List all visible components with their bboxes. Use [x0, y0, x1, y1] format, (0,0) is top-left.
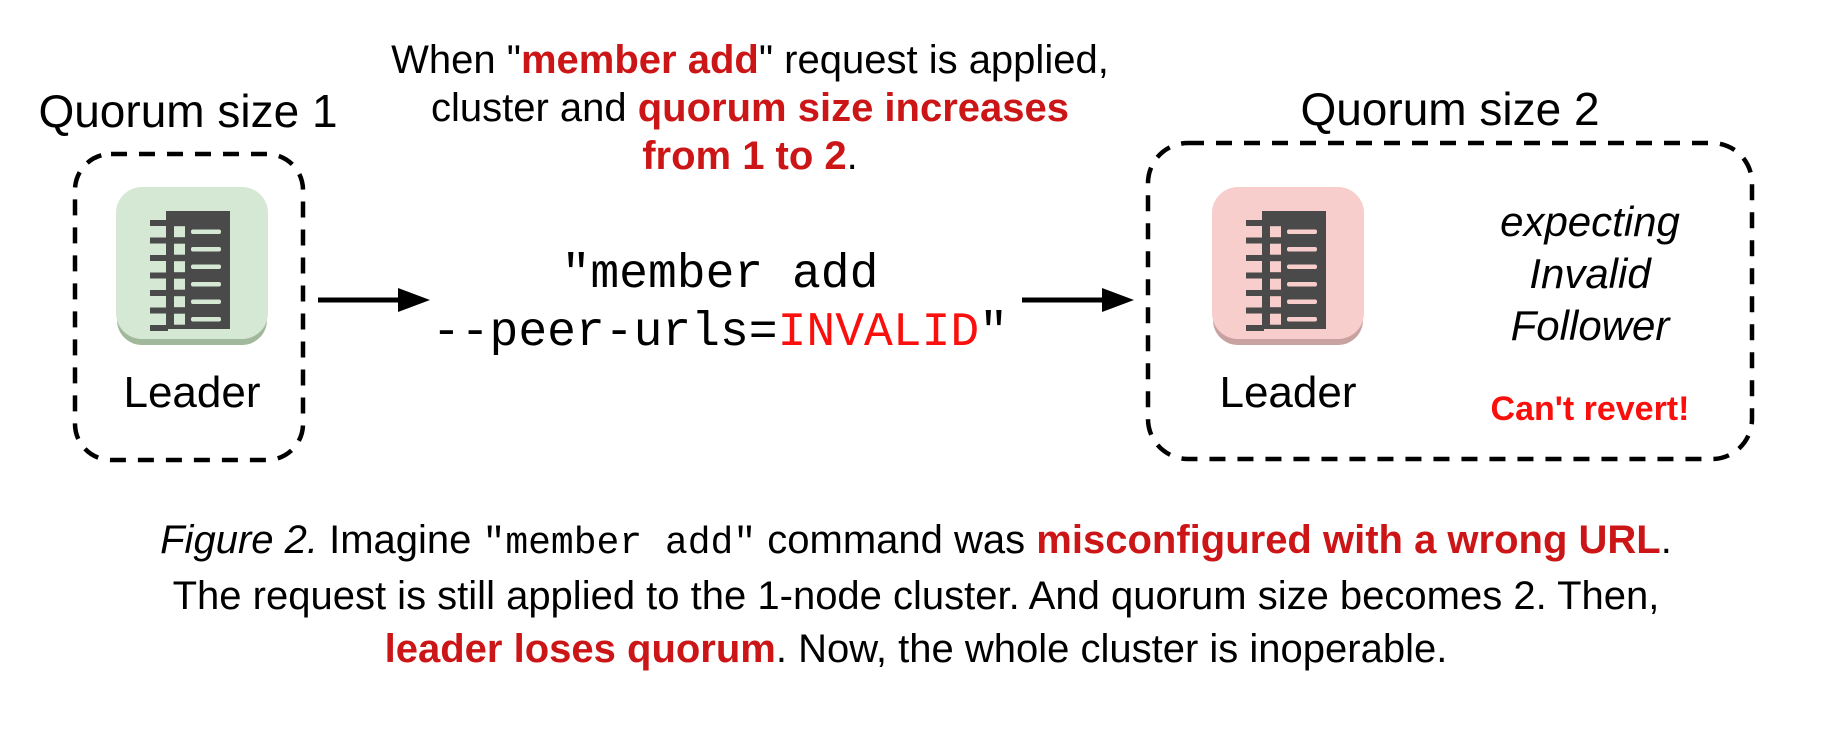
annotation-highlight-quorum: quorum size increases — [637, 86, 1070, 130]
annotation-segment: " request is applied, — [758, 38, 1109, 82]
right-leader-label: Leader — [1219, 368, 1357, 417]
caption-line-3: leader loses quorum. Now, the whole clus… — [0, 623, 1832, 676]
caption-segment: command was — [756, 518, 1037, 562]
expecting-line: Invalid — [1529, 250, 1651, 297]
annotation-line-3: from 1 to 2. — [390, 132, 1110, 180]
expecting-line: expecting — [1500, 198, 1680, 245]
ledger-icon — [150, 211, 230, 331]
right-cluster-boundary — [1145, 140, 1755, 462]
right-leader-node — [1212, 187, 1364, 339]
arrow-right-icon — [1022, 288, 1134, 312]
caption-line-1: Figure 2. Imagine "member add" command w… — [0, 514, 1832, 570]
arrow-right-icon — [318, 288, 430, 312]
member-add-annotation: When "member add" request is applied, cl… — [390, 36, 1110, 180]
cant-revert-warning: Can't revert! — [1490, 390, 1690, 428]
annotation-segment: cluster and — [430, 86, 638, 130]
caption-segment: . Now, the whole cluster is inoperable. — [775, 627, 1448, 671]
annotation-line-1: When "member add" request is applied, — [390, 36, 1110, 84]
annotation-line-2: cluster and quorum size increases — [390, 84, 1110, 132]
caption-segment: The request is still applied to the 1-no… — [172, 574, 1660, 618]
left-leader-node — [116, 187, 268, 339]
caption-highlight-loses-quorum: leader loses quorum — [384, 627, 776, 671]
command-line-2: --peer-urls=INVALID" — [360, 304, 1080, 362]
ledger-icon — [1246, 211, 1326, 331]
right-cluster-title: Quorum size 2 — [1300, 83, 1600, 135]
annotation-segment: When " — [391, 38, 521, 82]
caption-line-2: The request is still applied to the 1-no… — [0, 570, 1832, 623]
annotation-highlight-from-1-to-2: from 1 to 2 — [642, 134, 847, 178]
command-line-1: "member add — [360, 246, 1080, 304]
figure-caption: Figure 2. Imagine "member add" command w… — [0, 514, 1832, 676]
left-cluster-title: Quorum size 1 — [38, 85, 338, 137]
caption-segment: Imagine — [317, 518, 483, 562]
annotation-highlight-member-add: member add — [520, 38, 759, 82]
annotation-segment: . — [846, 134, 858, 178]
expecting-line: Follower — [1510, 302, 1670, 349]
command-text: " — [979, 306, 1009, 360]
caption-command-text: "member add" — [482, 522, 757, 565]
caption-highlight-misconfigured: misconfigured with a wrong URL — [1036, 518, 1661, 562]
command-invalid-value: INVALID — [777, 306, 980, 360]
member-add-command: "member add --peer-urls=INVALID" — [360, 246, 1080, 362]
command-text: "member add — [561, 248, 879, 302]
command-text: --peer-urls= — [431, 306, 778, 360]
expecting-follower-note: expecting Invalid Follower — [1450, 196, 1730, 352]
figure-label: Figure 2. — [160, 518, 318, 562]
caption-segment: . — [1660, 518, 1672, 562]
left-leader-label: Leader — [123, 368, 261, 417]
